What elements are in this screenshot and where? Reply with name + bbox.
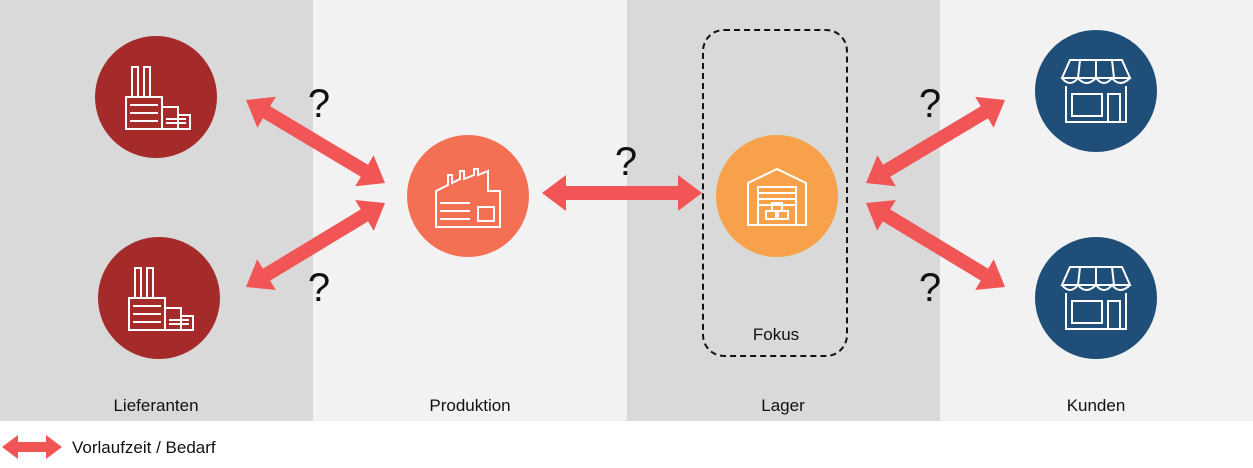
arrow-supplier-top-production <box>246 96 385 187</box>
question-mark-customer-bottom: ? <box>918 266 942 310</box>
column-label-lager: Lager <box>761 396 805 415</box>
customer-node-top <box>1035 30 1157 152</box>
arrow-supplier-bottom-production <box>246 200 385 290</box>
arrow-warehouse-customer-top <box>866 96 1005 187</box>
production-factory-icon <box>430 161 506 231</box>
warehouse-icon <box>744 163 810 229</box>
store-icon <box>1058 56 1134 126</box>
supplier-node-bottom <box>98 237 220 359</box>
column-label-lieferanten: Lieferanten <box>113 396 199 415</box>
arrow-warehouse-customer-bottom <box>866 200 1005 290</box>
legend-arrow-icon <box>2 435 62 459</box>
store-icon <box>1058 263 1134 333</box>
column-label-produktion: Produktion <box>429 396 511 415</box>
question-mark-supplier-top: ? <box>307 82 331 126</box>
factory-icon <box>118 59 194 135</box>
supplier-node-top <box>95 36 217 158</box>
legend-label: Vorlaufzeit / Bedarf <box>72 438 216 457</box>
question-mark-supplier-bottom: ? <box>307 266 331 310</box>
focus-frame <box>702 29 848 357</box>
question-mark-customer-top: ? <box>918 82 942 126</box>
focus-label: Fokus <box>752 325 800 344</box>
customer-node-bottom <box>1035 237 1157 359</box>
production-node <box>407 135 529 257</box>
column-label-kunden: Kunden <box>1066 396 1126 415</box>
arrow-production-warehouse <box>542 175 702 211</box>
question-mark-production-warehouse: ? <box>614 140 638 184</box>
factory-icon <box>121 260 197 336</box>
warehouse-node <box>716 135 838 257</box>
